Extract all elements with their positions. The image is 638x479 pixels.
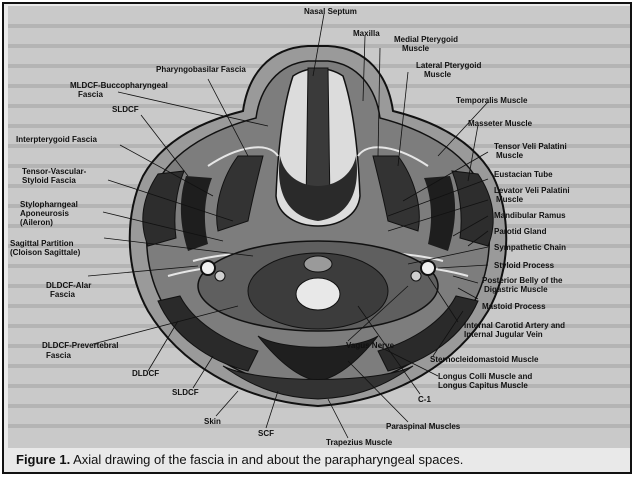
paraspinal-muscles	[257, 335, 379, 382]
label-interpterygoid: Interpterygoid Fascia	[16, 135, 97, 144]
label-sagittal: Sagittal Partition	[10, 239, 74, 248]
label-lateral-pterygoid: Lateral Pterygoid	[416, 61, 481, 70]
label-sldcf-bottom: SLDCF	[172, 388, 199, 397]
label-parotid: Parotid Gland	[494, 227, 547, 236]
right-masseter	[451, 170, 494, 247]
label-mldcf-2: Fascia	[78, 90, 103, 99]
label-mldcf: MLDCF-Buccopharyngeal	[70, 81, 168, 90]
label-dldcf-alar: DLDCF-Alar	[46, 281, 91, 290]
label-tensor-vascular-2: Styloid Fascia	[22, 176, 76, 185]
figure-caption: Figure 1. Axial drawing of the fascia in…	[16, 452, 626, 467]
label-dldcf-alar-2: Fascia	[50, 290, 75, 299]
label-maxilla: Maxilla	[353, 29, 380, 38]
label-skin: Skin	[204, 417, 221, 426]
right-ramus	[424, 176, 456, 251]
label-tensor-vascular: Tensor-Vascular-	[22, 167, 87, 176]
label-mastoid: Mastoid Process	[482, 302, 546, 311]
anatomy-figure: Nasal Septum Maxilla Medial Pterygoid Mu…	[8, 6, 630, 448]
label-nasal-septum: Nasal Septum	[304, 7, 357, 16]
caption-text: Axial drawing of the fascia in and about…	[73, 452, 464, 467]
left-masseter	[142, 170, 185, 247]
label-longus-2: Longus Capitus Muscle	[438, 381, 528, 390]
label-posterior-belly: Posterior Belly of the	[482, 276, 563, 285]
label-scf: SCF	[258, 429, 274, 438]
label-c1: C-1	[418, 395, 431, 404]
dens	[303, 255, 333, 273]
label-tensor-veli: Tensor Veli Palatini	[494, 142, 567, 151]
label-eustachian: Eustacian Tube	[494, 170, 553, 179]
left-carotid	[200, 260, 216, 276]
pharynx	[278, 156, 358, 221]
label-paraspinal: Paraspinal Muscles	[386, 422, 461, 431]
label-sldcf-top: SLDCF	[112, 105, 139, 114]
label-tensor-veli-2: Muscle	[496, 151, 524, 160]
label-stylopharyngeal-3: (Aileron)	[20, 218, 53, 227]
label-carotid-2: Internal Jugular Vein	[464, 330, 543, 339]
caption-label: Figure 1.	[16, 452, 71, 467]
label-stylopharyngeal: Stylopharngeal	[20, 200, 78, 209]
label-dldcf-prevertebral-2: Fascia	[46, 351, 71, 360]
label-masseter: Masseter Muscle	[468, 119, 533, 128]
label-medial-pterygoid-2: Muscle	[402, 44, 430, 53]
right-carotid	[420, 260, 436, 276]
label-longus: Longus Colli Muscle and	[438, 372, 532, 381]
label-dldcf: DLDCF	[132, 369, 159, 378]
label-mandibular: Mandibular Ramus	[494, 211, 566, 220]
left-jugular	[214, 270, 226, 282]
label-trapezius: Trapezius Muscle	[326, 438, 393, 447]
right-jugular	[410, 270, 422, 282]
label-dldcf-prevertebral: DLDCF-Prevertebral	[42, 341, 118, 350]
label-scm: Sternocleidomastoid Muscle	[430, 355, 539, 364]
spinal-canal	[295, 277, 341, 311]
label-posterior-belly-2: Digastric Muscle	[484, 285, 548, 294]
left-ramus	[180, 176, 212, 251]
label-styloid: Styloid Process	[494, 261, 555, 270]
trapezius	[222, 365, 414, 400]
leader-lines	[87, 13, 489, 439]
figure-frame: Nasal Septum Maxilla Medial Pterygoid Mu…	[2, 2, 632, 474]
label-carotid: Internal Carotid Artery and	[464, 321, 565, 330]
label-sagittal-2: (Cloison Sagittale)	[10, 248, 81, 257]
left-scm	[157, 295, 259, 372]
label-stylopharyngeal-2: Aponeurosis	[20, 209, 69, 218]
label-lateral-pterygoid-2: Muscle	[424, 70, 452, 79]
label-temporalis: Temporalis Muscle	[456, 96, 528, 105]
label-levator: Levator Veli Palatini	[494, 186, 570, 195]
label-sympathetic: Sympathetic Chain	[494, 243, 566, 252]
label-levator-2: Muscle	[496, 195, 524, 204]
label-pharyngobasilar: Pharyngobasilar Fascia	[156, 65, 246, 74]
left-pterygoid	[216, 155, 264, 232]
label-medial-pterygoid: Medial Pterygoid	[394, 35, 458, 44]
axial-drawing: Nasal Septum Maxilla Medial Pterygoid Mu…	[8, 7, 630, 447]
label-vagus: Vagus Nerve	[346, 341, 395, 350]
